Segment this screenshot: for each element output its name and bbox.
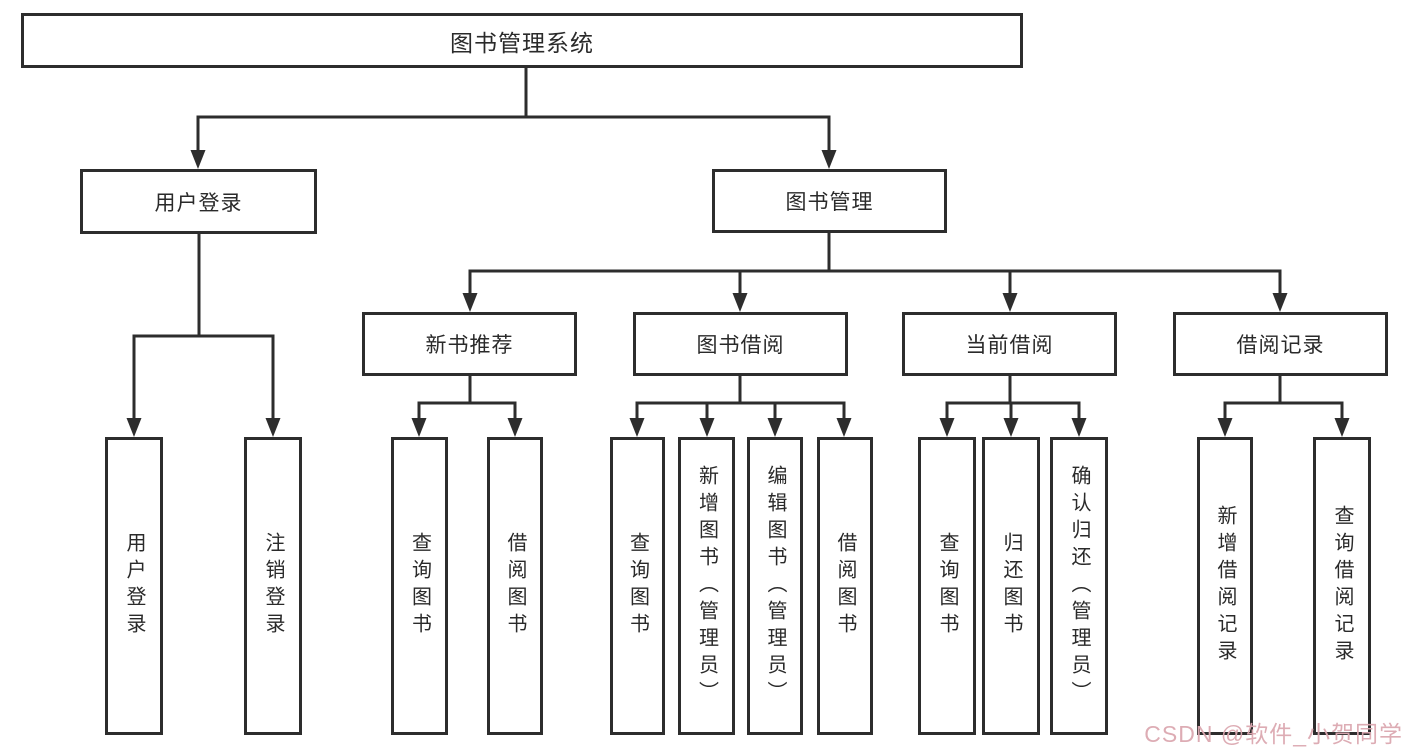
- node-leaf-query-books-3: 查询图书: [918, 437, 976, 735]
- csdn-watermark: CSDN @软件_小贺同学: [1144, 721, 1403, 747]
- node-leaf-logout: 注销登录: [244, 437, 302, 735]
- node-book-management-module: 图书管理: [712, 169, 947, 233]
- node-leaf-borrow-books-2: 借阅图书: [817, 437, 873, 735]
- node-leaf-edit-books-admin: 编辑图书（管理员）: [747, 437, 803, 735]
- node-leaf-add-borrow-record: 新增借阅记录: [1197, 437, 1253, 735]
- node-user-login-module: 用户登录: [80, 169, 317, 234]
- node-root-system: 图书管理系统: [21, 13, 1023, 68]
- node-borrowing-records: 借阅记录: [1173, 312, 1388, 376]
- node-leaf-confirm-return-admin: 确认归还（管理员）: [1050, 437, 1108, 735]
- node-current-borrowing: 当前借阅: [902, 312, 1117, 376]
- node-leaf-query-borrow-record: 查询借阅记录: [1313, 437, 1371, 735]
- node-book-borrowing: 图书借阅: [633, 312, 848, 376]
- node-leaf-borrow-books-1: 借阅图书: [487, 437, 543, 735]
- node-new-book-recommendation: 新书推荐: [362, 312, 577, 376]
- node-leaf-user-login: 用户登录: [105, 437, 163, 735]
- node-leaf-query-books-1: 查询图书: [391, 437, 448, 735]
- node-leaf-query-books-2: 查询图书: [610, 437, 665, 735]
- node-leaf-add-books-admin: 新增图书（管理员）: [678, 437, 735, 735]
- node-leaf-return-books: 归还图书: [982, 437, 1040, 735]
